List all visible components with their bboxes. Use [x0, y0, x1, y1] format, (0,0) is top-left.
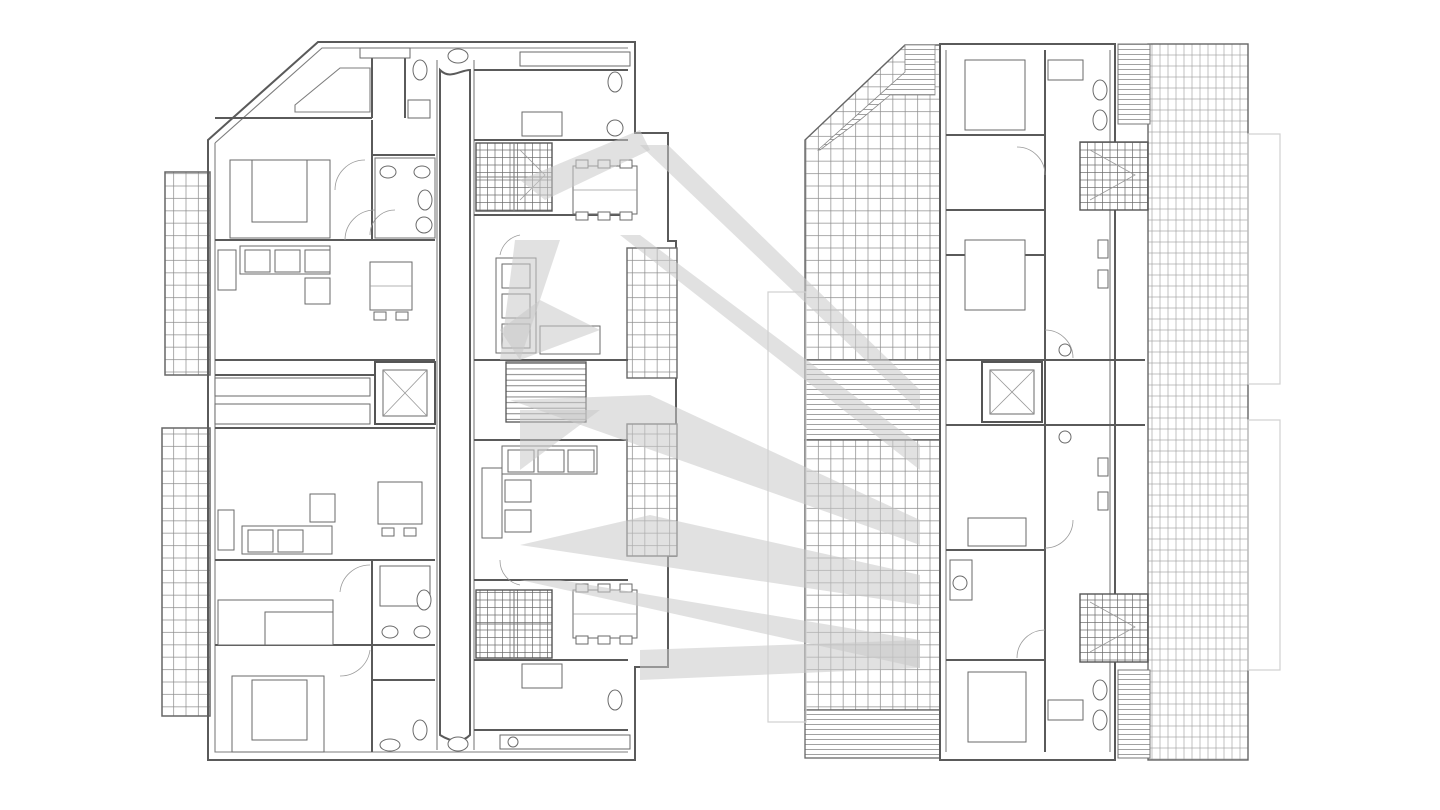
terrace-upper-left [164, 171, 211, 376]
terrace-lower-left [161, 427, 211, 717]
kitchen-counter-upper [214, 377, 371, 397]
bed-right-4 [967, 671, 1027, 743]
left-corridor [439, 67, 471, 742]
bed-right-1 [964, 59, 1026, 131]
left-building-plan [161, 41, 678, 761]
stair-upper-right-building [1079, 141, 1149, 211]
stair-lower-right-building [1079, 593, 1149, 663]
watermark-logo [500, 130, 1281, 723]
bed-right-3 [967, 517, 1027, 547]
dining-table-lower [377, 481, 423, 525]
roof-right [1147, 43, 1249, 761]
left-building-outline [207, 41, 677, 761]
bathroom-upper-left [374, 157, 436, 239]
kitchen-counter-lower [214, 403, 371, 425]
right-building-core [939, 43, 1116, 761]
bed-right-2 [964, 239, 1026, 311]
